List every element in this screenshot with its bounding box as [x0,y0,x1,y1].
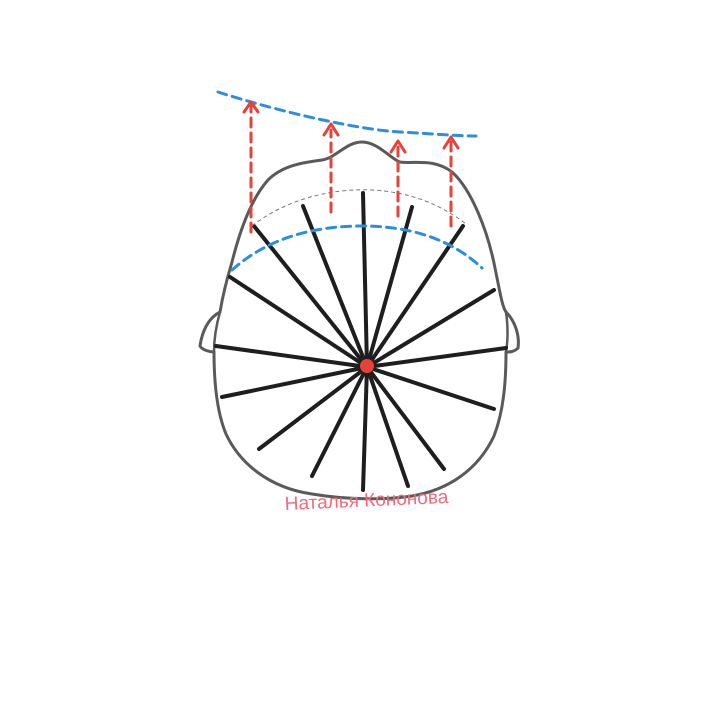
spoke [365,365,410,488]
arrow-4 [442,135,460,228]
spoke [365,346,508,369]
red-arrows [242,100,460,234]
spoke [365,288,496,369]
spoke [365,365,446,471]
outer-blue-guide [216,90,478,138]
left-ear-line [212,311,222,353]
arrow-3 [389,139,407,218]
spoke [214,344,369,369]
spoke [252,224,369,369]
center-point [360,359,374,373]
spoke [361,365,369,492]
arrow-2 [322,122,340,214]
spoke [220,365,369,399]
right-ear-line [504,311,509,353]
spoke [228,275,369,369]
spoke [365,224,465,369]
head-outline [198,140,520,501]
arrow-1 [242,100,260,234]
watermark-text: Наталья Кононова [284,487,449,515]
spoke [310,365,369,478]
spoke [365,205,414,369]
spoke [365,365,496,411]
inner-blue-guide [230,224,484,272]
thin-dashed-guide [251,189,467,227]
spoke [301,204,369,369]
spoke [361,191,369,369]
radial-spokes [214,191,508,492]
spoke [257,365,369,451]
